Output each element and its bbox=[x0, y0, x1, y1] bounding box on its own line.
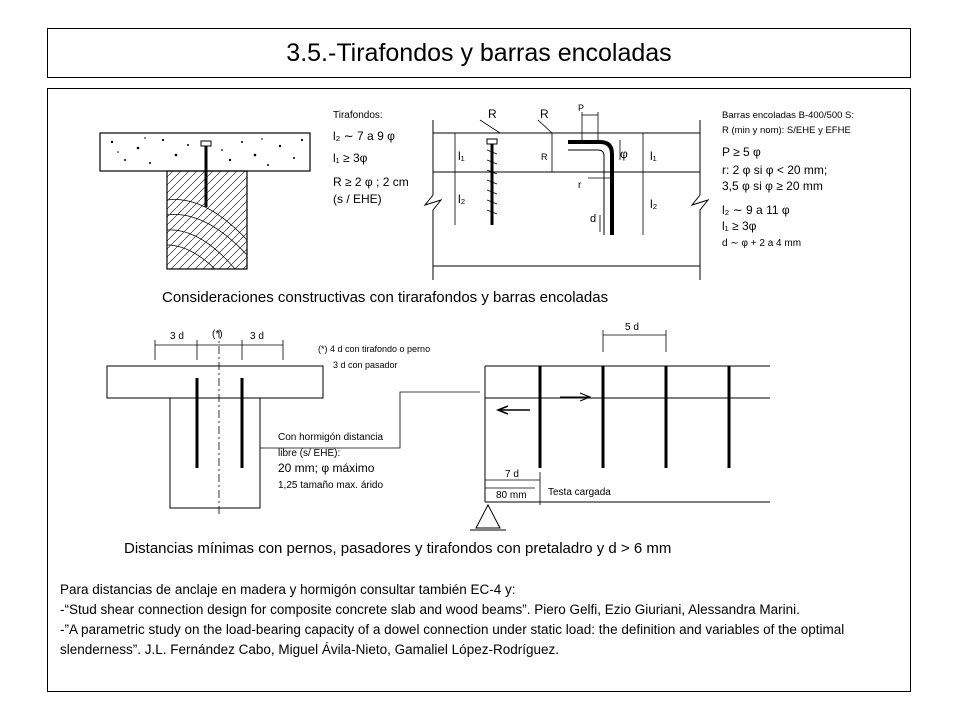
label-l2-right: l₂ bbox=[650, 197, 658, 211]
label-p: P bbox=[578, 103, 584, 113]
slab-beam-section bbox=[99, 132, 311, 270]
barras-notes: Barras encoladas B-400/500 S: R (min y n… bbox=[722, 110, 854, 249]
dim-5d: 5 d bbox=[625, 322, 639, 333]
barras-line-4: 3,5 φ si φ ≥ 20 mm bbox=[722, 179, 823, 193]
label-r2: R bbox=[540, 107, 549, 121]
label-l1-left: l₁ bbox=[458, 149, 465, 163]
support-triangle bbox=[475, 503, 501, 529]
barras-line-1: R (min y nom): S/EHE y EFHE bbox=[722, 125, 851, 136]
barras-heading: Barras encoladas B-400/500 S: bbox=[722, 110, 854, 121]
barras-line-7: d ∼ φ + 2 a 4 mm bbox=[722, 238, 801, 249]
label-d: d bbox=[590, 213, 596, 225]
beam-growth-rings bbox=[166, 199, 248, 270]
title-box: 3.5.-Tirafondos y barras encoladas bbox=[47, 28, 911, 78]
barras-line-6: l₁ ≥ 3φ bbox=[722, 219, 757, 233]
bent-bar bbox=[568, 140, 614, 235]
note-1: (*) 4 d con tirafondo o perno bbox=[318, 344, 430, 354]
label-l2-left: l₂ bbox=[458, 192, 466, 206]
note-5: 20 mm; φ máximo bbox=[278, 461, 375, 475]
note-2: 3 d con pasador bbox=[333, 360, 398, 370]
elevation-labels: 5 d 7 d 80 mm Testa cargada bbox=[496, 322, 639, 501]
spacing-section bbox=[106, 330, 480, 515]
note-3: Con hormigón distancia bbox=[278, 432, 383, 443]
lag-screw-head bbox=[200, 140, 212, 147]
label-phi: φ bbox=[620, 147, 628, 161]
dim-3d-right: 3 d bbox=[250, 331, 264, 342]
tirafondos-line-2: l₁ ≥ 3φ bbox=[333, 151, 368, 165]
tirafondos-line-1: l₂ ∼ 7 a 9 φ bbox=[333, 129, 395, 143]
label-r1: R bbox=[488, 107, 497, 121]
dim-80mm: 80 mm bbox=[496, 490, 527, 501]
dim-3d-left: 3 d bbox=[170, 331, 184, 342]
reference-intro: Para distancias de anclaje en madera y h… bbox=[60, 582, 516, 597]
reference-2: -”A parametric study on the load-bearing… bbox=[60, 622, 845, 657]
note-6: 1,25 tamaño max. árido bbox=[278, 480, 383, 491]
top-caption: Consideraciones constructivas con tirara… bbox=[162, 289, 609, 306]
tirafondos-heading: Tirafondos: bbox=[333, 110, 383, 121]
bottom-caption: Distancias mínimas con pernos, pasadores… bbox=[124, 540, 672, 557]
label-small-r: r bbox=[578, 180, 582, 191]
reference-1: -“Stud shear connection design for compo… bbox=[60, 602, 800, 617]
tirafondos-line-3: R ≥ 2 φ ; 2 cm bbox=[333, 175, 409, 189]
barras-line-5: l₂ ∼ 9 a 11 φ bbox=[722, 203, 790, 217]
barras-line-2: P ≥ 5 φ bbox=[722, 145, 761, 159]
dim-star: (*) bbox=[212, 329, 223, 340]
tirafondos-notes: Tirafondos: l₂ ∼ 7 a 9 φ l₁ ≥ 3φ R ≥ 2 φ… bbox=[333, 110, 409, 206]
page-title: 3.5.-Tirafondos y barras encoladas bbox=[286, 38, 672, 67]
barras-line-3: r: 2 φ si φ < 20 mm; bbox=[722, 163, 827, 177]
content-frame bbox=[47, 88, 911, 692]
anchor-detail-labels: R R R P r d l₁ l₂ l₁ l₂ φ bbox=[458, 103, 658, 225]
label-l1-right: l₁ bbox=[650, 149, 657, 163]
note-4: libre (s/ EHE): bbox=[278, 448, 340, 459]
spacing-labels: 3 d (*) 3 d (*) 4 d con tirafondo o pern… bbox=[170, 329, 430, 491]
concrete-dots bbox=[110, 137, 304, 166]
dim-7d: 7 d bbox=[505, 469, 519, 480]
anchor-detail bbox=[423, 112, 710, 280]
testa-cargada: Testa cargada bbox=[548, 487, 611, 498]
beam-elevation bbox=[470, 330, 770, 531]
label-r3: R bbox=[541, 152, 548, 162]
references: Para distancias de anclaje en madera y h… bbox=[60, 580, 900, 660]
tirafondos-line-4: (s / EHE) bbox=[333, 192, 382, 206]
